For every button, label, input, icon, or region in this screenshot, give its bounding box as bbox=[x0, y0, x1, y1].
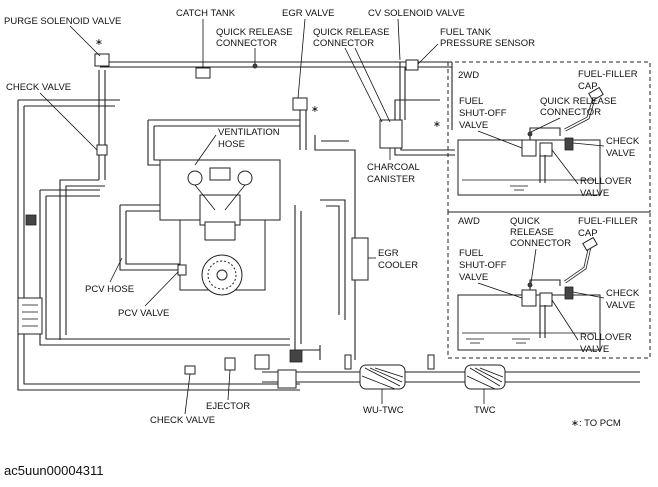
components bbox=[17, 53, 419, 389]
label-pcv-hose: PCV HOSE bbox=[85, 284, 134, 295]
air-cleaner bbox=[17, 297, 43, 335]
figure-caption: ac5uun00004311 bbox=[4, 463, 104, 478]
label-2wd-rollover-1: ROLLOVER bbox=[580, 176, 632, 187]
panel-2wd: 2WD QUICK RELEASE CONNECTOR FUEL-FILLER … bbox=[447, 61, 651, 213]
label-2wd-qrc-2: CONNECTOR bbox=[540, 107, 601, 118]
label-2wd-shutoff-1: FUEL bbox=[459, 96, 483, 107]
label-ventilation-hose-2: HOSE bbox=[218, 139, 245, 150]
label-awd-qrc-1: QUICK bbox=[510, 216, 541, 227]
label-2wd-check-2: VALVE bbox=[606, 148, 635, 159]
label-egr-valve: EGR VALVE bbox=[282, 8, 334, 19]
label-quick-release-connector-top-2: CONNECTOR bbox=[216, 38, 277, 49]
label-awd-rollover-1: ROLLOVER bbox=[580, 332, 632, 343]
quick-release-connector-top bbox=[252, 63, 258, 69]
label-awd-check-2: VALVE bbox=[606, 300, 635, 311]
label-awd-shutoff-1: FUEL bbox=[459, 248, 483, 259]
egr-cooler-body bbox=[351, 237, 369, 281]
label-2wd-shutoff-2: SHUT-OFF bbox=[459, 108, 507, 119]
engine-block bbox=[159, 159, 281, 296]
label-fuel-tank-pressure-sensor-1: FUEL TANK bbox=[440, 27, 492, 38]
label-catch-tank: CATCH TANK bbox=[176, 8, 236, 19]
panel-2wd-title: 2WD bbox=[458, 70, 479, 81]
label-check-valve-left: CHECK VALVE bbox=[6, 82, 71, 93]
purge-solenoid-valve-body bbox=[94, 53, 110, 67]
label-2wd-qrc-1: QUICK RELEASE bbox=[540, 96, 617, 107]
label-ejector: EJECTOR bbox=[206, 401, 250, 412]
sensor-left bbox=[25, 214, 37, 226]
label-awd-shutoff-3: VALVE bbox=[459, 272, 488, 283]
fuel-tank-pressure-sensor-body bbox=[405, 59, 419, 71]
label-awd-check-1: CHECK bbox=[606, 288, 640, 299]
label-awd-filler-2: CAP bbox=[578, 228, 598, 239]
panel-awd-title: AWD bbox=[458, 216, 480, 227]
ejector-body bbox=[224, 357, 236, 371]
label-charcoal-canister-1: CHARCOAL bbox=[367, 162, 420, 173]
label-egr-cooler-1: EGR bbox=[378, 248, 399, 259]
label-charcoal-canister-2: CANISTER bbox=[367, 174, 415, 185]
label-2wd-rollover-2: VALVE bbox=[580, 188, 609, 199]
label-awd-rollover-2: VALVE bbox=[580, 344, 609, 355]
panel-awd: AWD QUICK RELEASE CONNECTOR FUEL-FILLER … bbox=[447, 211, 651, 359]
label-2wd-filler-1: FUEL-FILLER bbox=[578, 69, 638, 80]
label-2wd-filler-2: CAP bbox=[578, 81, 598, 92]
label-wu-twc: WU-TWC bbox=[363, 405, 404, 416]
label-fuel-tank-pressure-sensor-2: PRESSURE SENSOR bbox=[440, 38, 535, 49]
label-to-pcm: ∗: TO PCM bbox=[571, 418, 621, 429]
svg-text:∗: ∗ bbox=[433, 119, 441, 130]
label-2wd-check-1: CHECK bbox=[606, 136, 640, 147]
check-valve-left bbox=[96, 144, 108, 156]
check-valve-awd bbox=[564, 286, 574, 300]
label-twc: TWC bbox=[474, 405, 496, 416]
catch-tank-body bbox=[195, 67, 211, 79]
label-quick-release-connector-mid-2: CONNECTOR bbox=[313, 38, 374, 49]
to-pcm-marks: ∗ ∗ ∗ bbox=[95, 37, 441, 130]
rollover-valve-2wd bbox=[539, 142, 553, 157]
label-egr-cooler-2: COOLER bbox=[378, 260, 418, 271]
check-valve-2wd bbox=[564, 137, 574, 151]
egr-valve-body bbox=[292, 97, 308, 111]
svg-text:∗: ∗ bbox=[311, 104, 319, 115]
label-quick-release-connector-mid-1: QUICK RELEASE bbox=[313, 27, 390, 38]
check-valve-bottom bbox=[184, 365, 196, 375]
label-pcv-valve: PCV VALVE bbox=[118, 308, 169, 319]
label-2wd-shutoff-3: VALVE bbox=[459, 120, 488, 131]
label-awd-filler-1: FUEL-FILLER bbox=[578, 216, 638, 227]
fuel-shutoff-valve-2wd bbox=[521, 139, 537, 157]
label-awd-shutoff-2: SHUT-OFF bbox=[459, 260, 507, 271]
exhaust-pipe bbox=[262, 354, 640, 390]
label-awd-qrc-2: RELEASE bbox=[510, 227, 554, 238]
charcoal-canister-body bbox=[379, 119, 403, 149]
label-check-valve-bottom: CHECK VALVE bbox=[150, 415, 215, 426]
fuel-shutoff-valve-awd bbox=[521, 289, 537, 307]
svg-text:∗: ∗ bbox=[95, 37, 103, 48]
label-purge-solenoid-valve: PURGE SOLENOID VALVE bbox=[4, 16, 121, 27]
pcv-valve-body bbox=[177, 264, 187, 276]
label-quick-release-connector-top-1: QUICK RELEASE bbox=[216, 27, 293, 38]
label-cv-solenoid-valve: CV SOLENOID VALVE bbox=[368, 8, 465, 19]
rollover-valve-awd bbox=[539, 292, 553, 307]
label-awd-qrc-3: CONNECTOR bbox=[510, 238, 571, 249]
label-ventilation-hose-1: VENTILATION bbox=[218, 127, 280, 138]
